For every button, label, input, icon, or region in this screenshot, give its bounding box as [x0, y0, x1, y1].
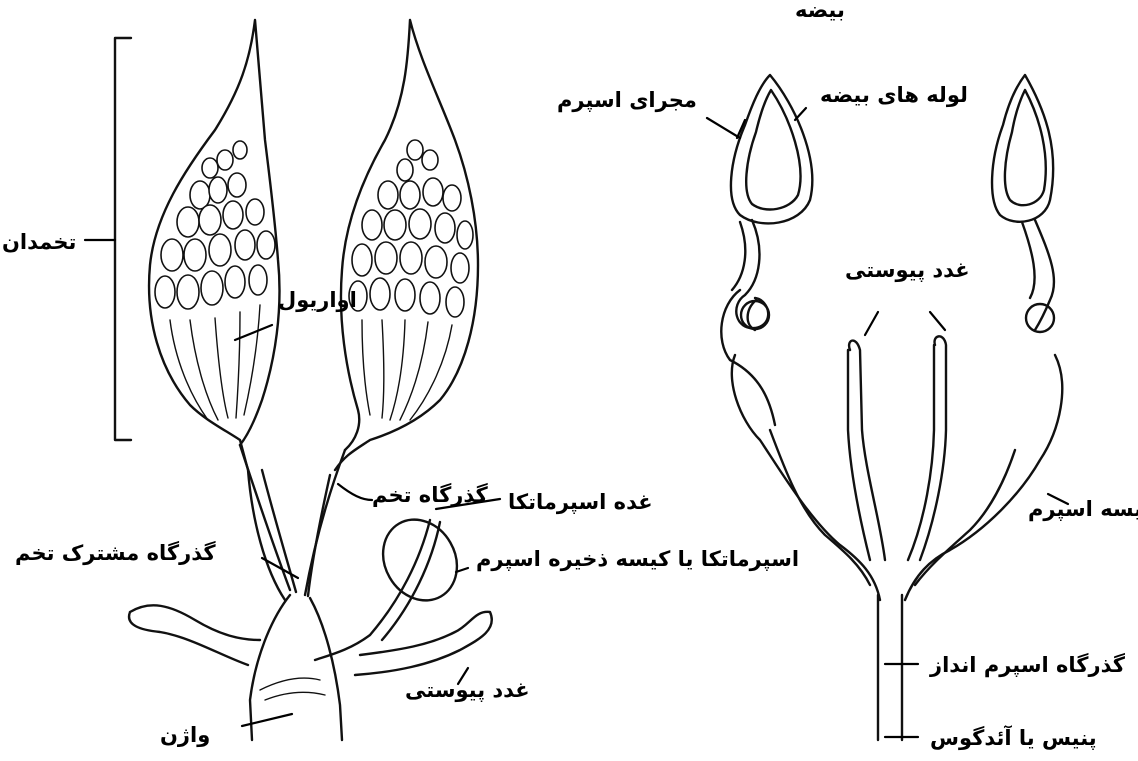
- label-male-accessory-glands: غدد پیوستی: [845, 260, 970, 281]
- left-testis: [731, 75, 812, 223]
- spermatheca: [369, 506, 472, 614]
- male-accessory-glands: [848, 336, 946, 560]
- label-oviduct: گذرگاه تخم: [372, 485, 488, 506]
- label-spermatheca: اسپرماتکا یا کیسه ذخیره اسپرم: [476, 549, 799, 570]
- left-ovary: [149, 20, 285, 600]
- male-system: [707, 75, 1068, 740]
- label-testis: بیضه: [795, 0, 845, 21]
- label-ovary: تخمدان: [2, 232, 76, 253]
- female-system: [85, 20, 500, 740]
- label-seminal-vesicle: کیسه اسپرم: [1028, 499, 1138, 520]
- label-common-oviduct: گذرگاه مشترک تخم: [15, 543, 216, 564]
- right-ovary-eggs: [349, 140, 473, 317]
- left-sperm-duct: [732, 220, 768, 328]
- label-testis-tubules: لوله های بیضه: [820, 85, 968, 106]
- label-penis: پنیس یا آئدگوس: [930, 728, 1097, 749]
- label-ovariole: اواریول: [278, 290, 357, 311]
- vagina: [250, 595, 342, 740]
- female-accessory-glands: [129, 605, 492, 675]
- ejaculatory-duct: [878, 595, 902, 740]
- label-sperm-duct: مجرای اسپرم: [557, 90, 697, 111]
- label-ejaculatory-duct: گذرگاه اسپرم انداز: [930, 655, 1125, 676]
- left-ovary-eggs: [155, 141, 275, 309]
- label-female-accessory-glands: غدد پیوستی: [405, 680, 530, 701]
- label-vagina: واژن: [160, 725, 210, 746]
- label-spermatheca-gland: غده اسپرماتکا: [508, 492, 653, 513]
- ovary-bracket: [115, 38, 131, 440]
